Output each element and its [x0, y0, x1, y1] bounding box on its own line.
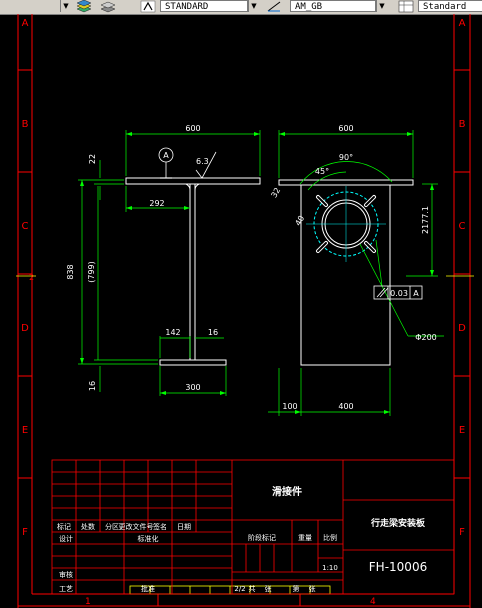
drawing-number: FH-10006	[369, 560, 427, 574]
title-block[interactable]: 标记 处数 分区 更改文件号 签名 日期 设计 标准化 阶段标记 重量 比例 审…	[51, 459, 455, 595]
tolerance-datum: A	[413, 289, 419, 298]
bottom-ruler	[129, 585, 331, 595]
zone-letter: F	[459, 527, 465, 538]
tolerance-frame: 0.03 A	[373, 285, 423, 300]
column-number: 4	[370, 597, 376, 607]
dim-web-height: (799)	[87, 261, 96, 283]
dim-32: 32	[269, 186, 282, 199]
scale-value: 1:10	[322, 564, 338, 572]
dimension-style-select[interactable]: AM_GB	[290, 0, 376, 12]
header-process: 工艺	[59, 585, 73, 593]
header-sign: 签名	[153, 522, 167, 531]
table-style-icon[interactable]	[398, 0, 414, 13]
dim-offset: 292	[149, 199, 164, 208]
header-zone: 分区	[105, 522, 119, 531]
header-weight: 重量	[298, 534, 312, 542]
zone-letter: C	[22, 221, 29, 232]
dim-flange-thk: 22	[88, 154, 97, 164]
side-plate	[300, 184, 391, 366]
dim-overall-height: 838	[66, 264, 75, 279]
base-plate	[159, 359, 227, 366]
side-arrows	[279, 132, 434, 414]
top-flange	[125, 177, 261, 185]
zone-letter: E	[459, 425, 465, 436]
datum-label: A	[163, 151, 169, 160]
header-sheet-no: 第	[293, 584, 300, 593]
dim-bottom-half: 142	[165, 328, 180, 337]
fillet	[185, 183, 191, 191]
text-style-select[interactable]: STANDARD	[160, 0, 248, 12]
dim-angle-45: 45°	[315, 167, 329, 176]
drawing-canvas[interactable]: A B C D E F A B C D E F 1 4 2	[0, 14, 482, 608]
roughness-value: 6.3	[196, 157, 209, 166]
text-style-icon[interactable]	[140, 0, 156, 13]
header-ratio: 比例	[323, 533, 337, 542]
dim-side-width: 600	[338, 124, 353, 133]
zone-letter: C	[459, 221, 466, 232]
text-style-dropdown-arrow[interactable]: ▼	[248, 0, 259, 12]
fillet	[194, 183, 200, 191]
header-total: 共	[249, 584, 256, 593]
layer-stack-icon[interactable]	[100, 0, 116, 13]
front-dimensions	[78, 130, 261, 396]
hole-diameter: Φ200	[415, 333, 437, 342]
assembly-name: 行走梁安装板	[370, 517, 426, 529]
dim-40: 40	[293, 214, 306, 227]
header-sheet: 张	[309, 584, 316, 593]
layers-icon[interactable]	[76, 0, 92, 13]
header-sheets: 张	[265, 584, 272, 593]
dim-2177: 2177.1	[421, 206, 430, 234]
grid-marker: 2	[29, 273, 34, 282]
table-style-select[interactable]: Standard	[418, 0, 482, 12]
header-design: 设计	[59, 534, 73, 543]
dim-web-thk: 16	[208, 328, 218, 337]
layer-dropdown-arrow[interactable]: ▼	[60, 0, 71, 12]
sheet-number: 2/2	[234, 585, 245, 593]
header-stage: 阶段标记	[248, 533, 276, 542]
side-top-flange	[278, 179, 414, 186]
dim-400: 400	[338, 402, 353, 411]
dimension-style-dropdown-arrow[interactable]: ▼	[376, 0, 387, 12]
zone-letters-left: A B C D E F	[21, 18, 29, 538]
dim-base-width: 300	[185, 383, 200, 392]
zone-letter: A	[459, 18, 466, 29]
roughness-symbol: 6.3	[195, 151, 217, 179]
header-date: 日期	[177, 523, 191, 531]
header-approve: 批准	[141, 584, 155, 593]
datum-a: A	[158, 147, 174, 179]
side-view[interactable]: 600 90° 45° 32 40 2177.1 100 400 Φ200 0.…	[268, 124, 444, 416]
header-change: 更改文件号	[119, 522, 154, 531]
front-view[interactable]: 600 292 142 16 300 22 838 (799) 16 A 6.3	[66, 124, 261, 396]
header-mark: 标记	[57, 522, 71, 531]
zone-letter: B	[22, 119, 29, 130]
toolbar: ▼ STANDARD ▼ AM_GB ▼ Standard	[0, 0, 482, 15]
dim-width-top: 600	[185, 124, 200, 133]
center-lines	[306, 186, 386, 262]
column-number: 1	[85, 597, 91, 607]
zone-letter: A	[22, 18, 29, 29]
part-name: 滑接件	[272, 485, 302, 498]
header-standard: 标准化	[138, 534, 159, 543]
zone-letter: F	[22, 527, 28, 538]
header-count: 处数	[81, 522, 95, 531]
dim-angle-90: 90°	[339, 153, 353, 162]
side-dimensions	[268, 130, 444, 416]
dim-100: 100	[282, 402, 297, 411]
dim-base-thk: 16	[88, 381, 97, 391]
front-arrows	[80, 132, 260, 395]
dimension-style-icon[interactable]	[266, 0, 282, 13]
zone-letter: B	[459, 119, 466, 130]
tolerance-value: 0.03	[390, 289, 408, 298]
zone-letter: D	[458, 323, 466, 334]
header-review: 审核	[59, 570, 73, 579]
zone-letters-right: A B C D E F	[458, 18, 466, 538]
zone-letter: E	[22, 425, 28, 436]
zone-letter: D	[21, 323, 29, 334]
